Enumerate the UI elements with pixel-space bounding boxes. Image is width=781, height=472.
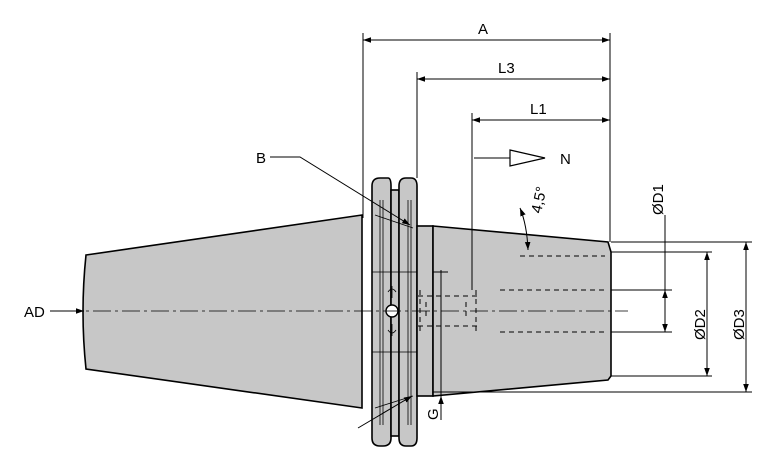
leader-b [270,156,411,226]
label-d3: ØD3 [731,309,748,340]
label-n: N [560,151,571,168]
label-l1: L1 [530,101,547,118]
taper-shank [82,214,363,409]
leader-lower [357,395,413,429]
label-d2: ØD2 [692,309,709,340]
flange-disc-left [371,177,392,447]
direction-arrow-n [474,149,546,167]
label-g: G [425,408,442,420]
label-b: B [256,150,266,167]
orientation-marks [387,286,397,336]
label-angle: 4,5° [528,185,550,215]
angle-arc [519,207,531,251]
label-a: A [478,21,488,38]
label-d1: ØD1 [650,184,667,215]
label-l3: L3 [498,60,515,77]
label-ad: AD [24,304,45,321]
flange-groove-lines [372,200,417,425]
extension-lines [362,33,752,393]
